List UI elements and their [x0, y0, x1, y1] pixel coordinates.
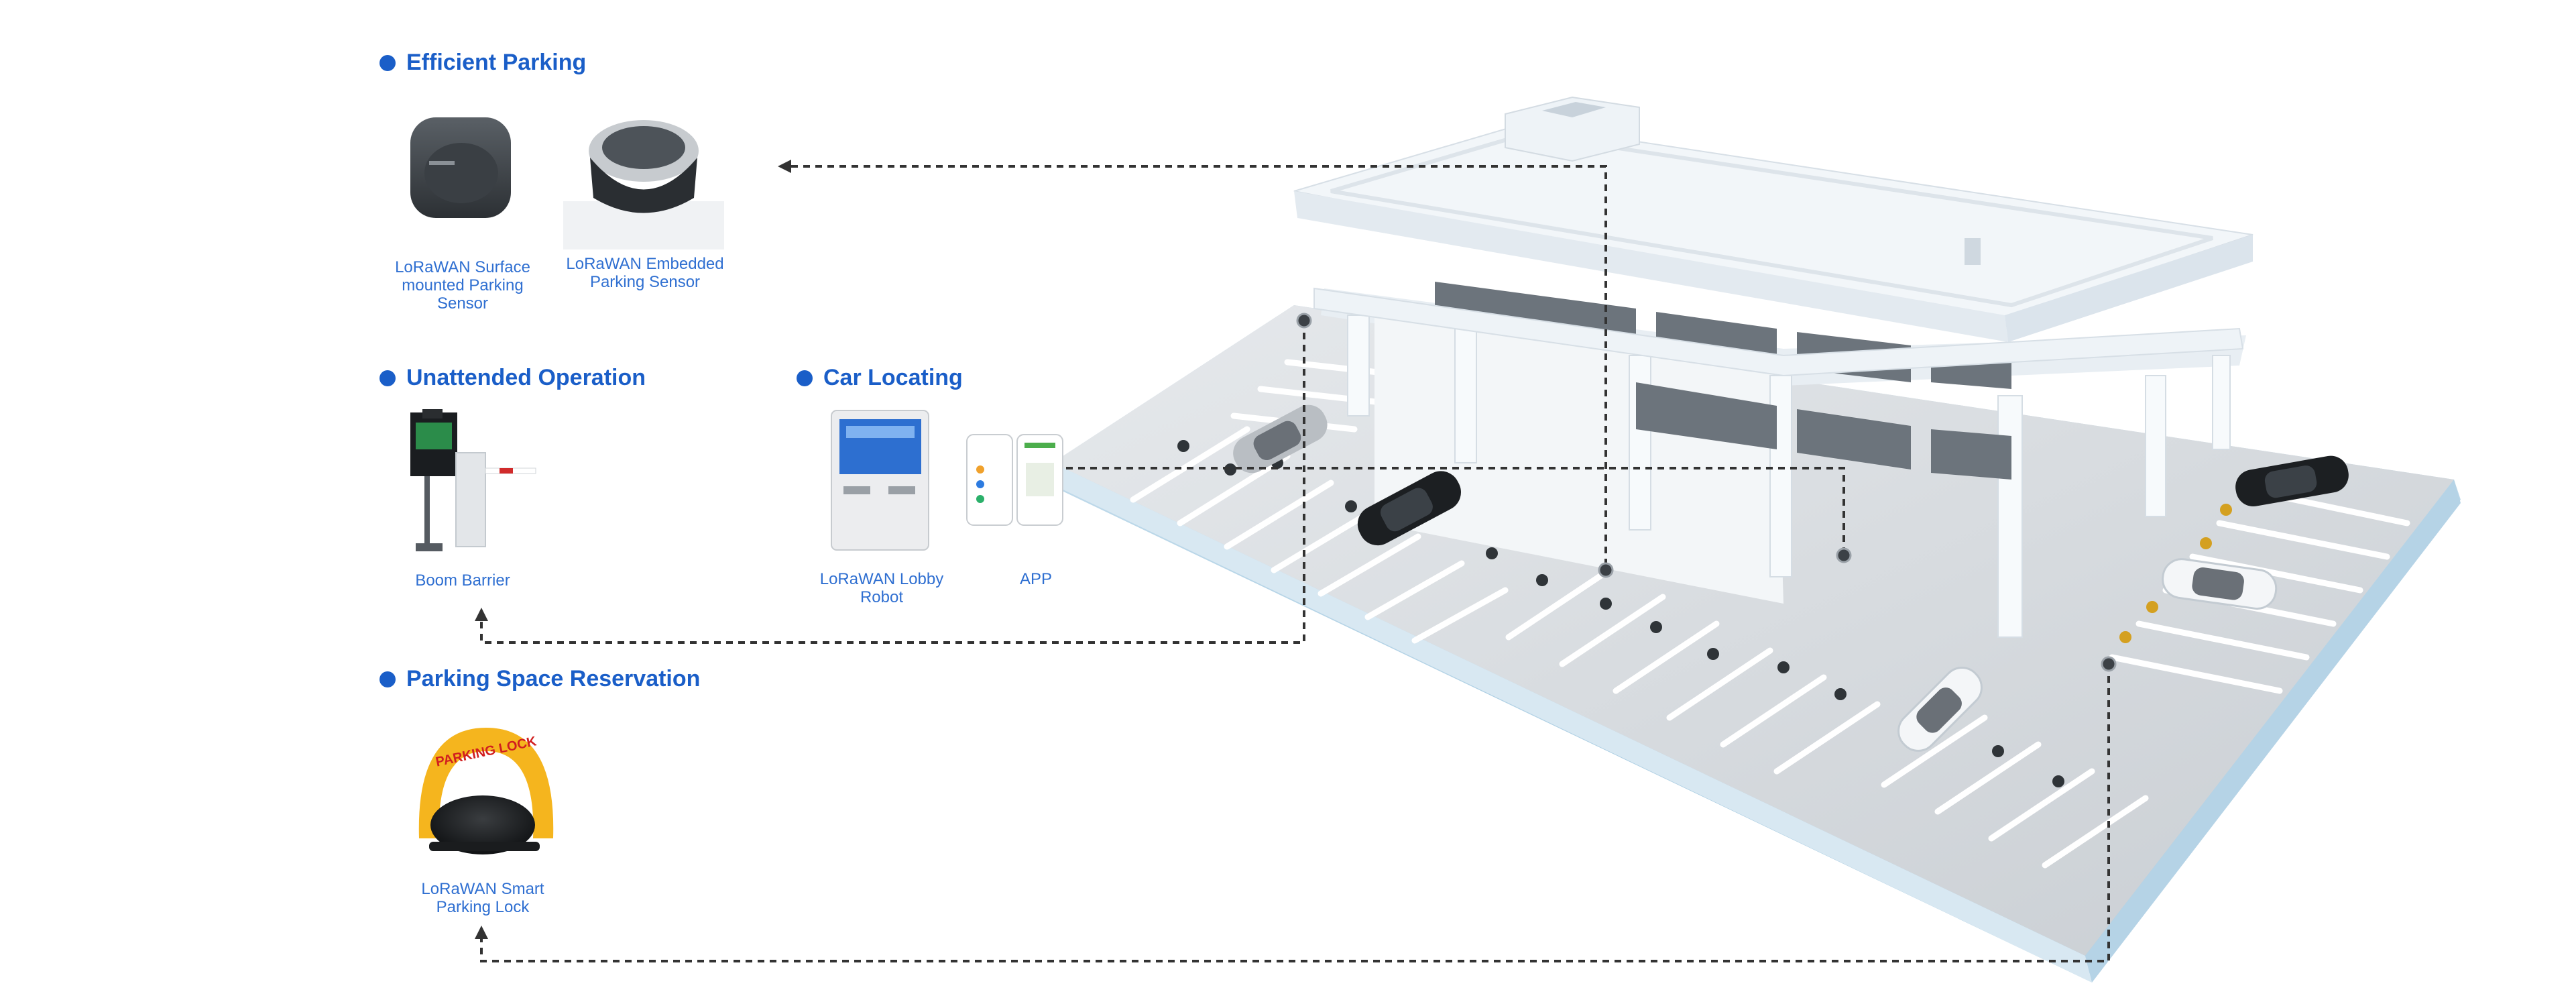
section-title-unattended-operation: Unattended Operation — [379, 365, 646, 391]
parked-cars — [1233, 404, 2349, 752]
section-title-text: Car Locating — [823, 365, 963, 390]
section-title-text: Efficient Parking — [406, 50, 587, 75]
section-title-car-locating: Car Locating — [797, 365, 963, 391]
app-phones-image — [966, 434, 1063, 526]
section-title-parking-space-reservation: Parking Space Reservation — [379, 666, 700, 692]
caption-surface-sensor: LoRaWAN Surface mounted Parking Sensor — [395, 258, 530, 313]
surface-sensor-image — [410, 117, 511, 218]
section-title-text: Unattended Operation — [406, 365, 646, 390]
section-title-text: Parking Space Reservation — [406, 666, 701, 691]
lobby-robot-image — [831, 410, 929, 551]
bullet-icon — [379, 671, 396, 687]
bullet-icon — [379, 54, 396, 71]
caption-lobby-robot: LoRaWAN Lobby Robot — [819, 570, 944, 606]
parking-lock-image — [418, 728, 554, 854]
connector-lines — [480, 165, 2110, 962]
caption-app: APP — [1019, 570, 1053, 588]
embedded-sensor-image — [563, 120, 724, 249]
connector-nodes — [1296, 313, 2117, 672]
caption-parking-lock: LoRaWAN Smart Parking Lock — [421, 880, 544, 916]
caption-boom-barrier: Boom Barrier — [415, 571, 510, 590]
parking-building — [1293, 96, 2253, 638]
section-title-efficient-parking: Efficient Parking — [379, 50, 586, 76]
bullet-icon — [379, 370, 396, 386]
parking-stall-lines — [1130, 359, 2410, 869]
bullet-icon — [797, 370, 813, 386]
connector-arrowheads — [475, 160, 791, 939]
boom-barrier-image — [410, 409, 536, 551]
caption-embedded-sensor: LoRaWAN Embedded Parking Sensor — [566, 255, 724, 291]
